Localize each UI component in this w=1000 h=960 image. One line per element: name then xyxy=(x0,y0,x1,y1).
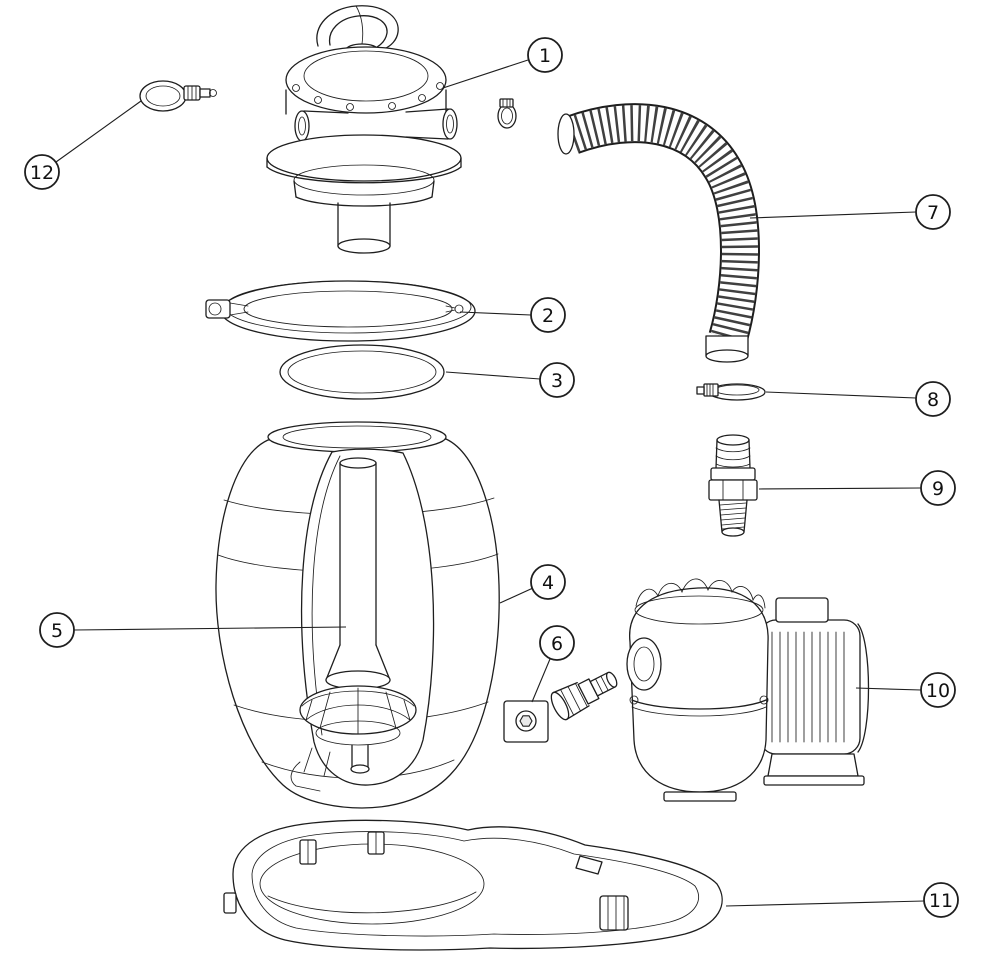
part-o-ring xyxy=(279,344,445,400)
leader-line xyxy=(531,658,551,703)
callout-circle xyxy=(527,37,563,73)
callout-9: 9 xyxy=(758,470,956,506)
leader-line xyxy=(855,687,922,691)
callout-number: 6 xyxy=(551,633,563,655)
part-corrugated-hose xyxy=(557,103,760,363)
callout-number: 3 xyxy=(551,370,563,392)
callout-circle xyxy=(539,362,575,398)
callout-11: 11 xyxy=(725,882,959,918)
callout-5: 5 xyxy=(39,612,347,648)
callout-3: 3 xyxy=(445,362,575,398)
callout-7: 7 xyxy=(749,194,951,230)
callout-circle xyxy=(39,612,75,648)
callout-2: 2 xyxy=(459,297,566,333)
part-filter-tank xyxy=(215,421,500,809)
part-small-hose-clamp xyxy=(497,98,517,129)
leader-line xyxy=(758,487,922,490)
callout-number: 2 xyxy=(542,305,554,327)
callout-10: 10 xyxy=(855,672,956,708)
part-clamp-ring xyxy=(205,280,476,342)
callout-4: 4 xyxy=(499,564,566,604)
leader-line xyxy=(442,59,529,89)
callout-number: 7 xyxy=(927,202,939,224)
part-multiport-valve xyxy=(266,5,462,254)
leader-line xyxy=(499,587,534,604)
callout-6: 6 xyxy=(531,625,575,703)
leader-line xyxy=(765,391,917,399)
part-pump-motor xyxy=(626,578,870,802)
leader-line xyxy=(459,311,532,316)
callout-number: 10 xyxy=(926,680,950,702)
callout-number: 11 xyxy=(929,890,953,912)
callout-circle xyxy=(915,194,951,230)
callout-circle xyxy=(915,381,951,417)
part-standpipe-laterals xyxy=(290,457,417,792)
callout-circle xyxy=(530,564,566,600)
part-adapter-fitting xyxy=(708,434,758,537)
leader-line xyxy=(445,371,541,380)
part-clamp-with-fitting xyxy=(139,80,217,112)
part-base xyxy=(223,819,723,951)
callout-12: 12 xyxy=(24,100,142,190)
callout-circle xyxy=(923,882,959,918)
callout-circle xyxy=(920,470,956,506)
callout-8: 8 xyxy=(765,381,951,417)
callout-number: 5 xyxy=(51,620,63,642)
callout-circle xyxy=(530,297,566,333)
callout-circle xyxy=(920,672,956,708)
leader-line xyxy=(725,900,925,907)
leader-line xyxy=(73,626,347,631)
part-drain-plug xyxy=(503,671,618,743)
callout-number: 9 xyxy=(932,478,944,500)
callout-number: 4 xyxy=(542,572,554,594)
leader-line xyxy=(55,100,142,163)
callout-circle xyxy=(24,154,60,190)
callout-circle xyxy=(539,625,575,661)
callout-number: 1 xyxy=(539,45,551,67)
leader-line xyxy=(749,211,917,219)
callout-number: 12 xyxy=(30,162,54,184)
part-hose-clamp xyxy=(696,383,766,401)
callout-1: 1 xyxy=(442,37,563,89)
callout-number: 8 xyxy=(927,389,939,411)
